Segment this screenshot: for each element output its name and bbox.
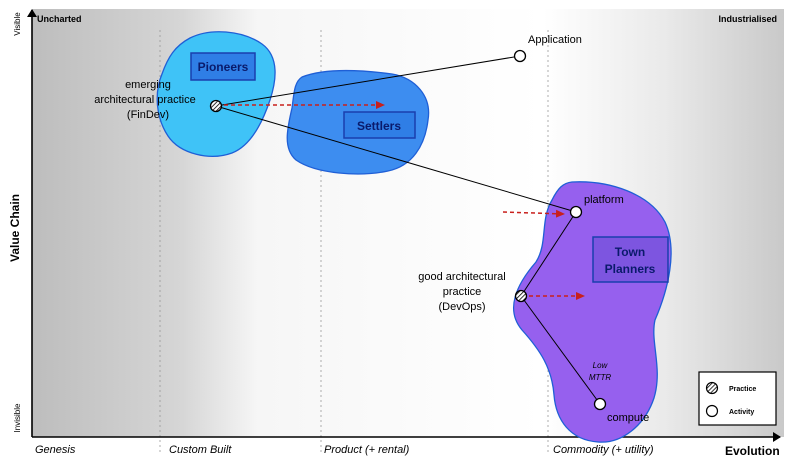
stage-label-genesis: Genesis <box>35 444 76 456</box>
stage-label-commodity: Commodity (+ utility) <box>553 444 654 456</box>
pioneers-box <box>190 52 256 81</box>
note-low-mttr-line2: MTTR <box>589 373 611 382</box>
link-findev-application <box>215 55 521 107</box>
platform-node <box>569 205 583 219</box>
pioneers-label: Pioneers <box>198 60 249 74</box>
settlers-label: Settlers <box>357 119 401 133</box>
legend-practice-label: Practice <box>729 386 756 393</box>
town-planners-label-line1: Town <box>615 245 645 259</box>
compute-label: compute <box>607 412 649 424</box>
link-devops-compute <box>520 295 601 405</box>
y-axis-invisible-label: Invisible <box>13 403 22 432</box>
stage-label-custom-built: Custom Built <box>169 444 232 456</box>
devops-label-line1: good architectural <box>418 271 505 283</box>
legend-practice-icon <box>705 381 719 395</box>
town-planners-label-line2: Planners <box>605 262 656 276</box>
settlers-box <box>343 111 416 139</box>
town-planners-box <box>592 236 669 283</box>
link-findev-platform <box>215 105 577 213</box>
application-label: Application <box>528 34 582 46</box>
legend-box <box>698 371 777 426</box>
corner-label-industrialised: Industrialised <box>718 14 777 24</box>
findev-practice-node <box>209 99 223 113</box>
evolution-arrow-platform <box>502 209 565 218</box>
legend-activity-icon <box>705 404 719 418</box>
legend-activity-label: Activity <box>729 409 754 416</box>
y-axis-title: Value Chain <box>8 194 22 262</box>
note-low-mttr-line1: Low <box>593 361 609 370</box>
corner-label-uncharted: Uncharted <box>37 14 82 24</box>
map-background <box>32 9 784 437</box>
application-node <box>513 49 527 63</box>
platform-label: platform <box>584 194 624 206</box>
findev-label-line3: (FinDev) <box>127 109 169 121</box>
compute-node <box>593 397 607 411</box>
y-axis-visible-label: Visible <box>13 12 22 36</box>
x-axis-title: Evolution <box>725 444 780 458</box>
stage-label-product: Product (+ rental) <box>324 444 410 456</box>
findev-label-line2: architectural practice <box>94 94 196 106</box>
devops-label-line3: (DevOps) <box>438 301 485 313</box>
devops-label-line2: practice <box>443 286 482 298</box>
findev-label-line1: emerging <box>125 79 171 91</box>
link-devops-platform <box>520 211 577 297</box>
devops-practice-node <box>514 289 528 303</box>
